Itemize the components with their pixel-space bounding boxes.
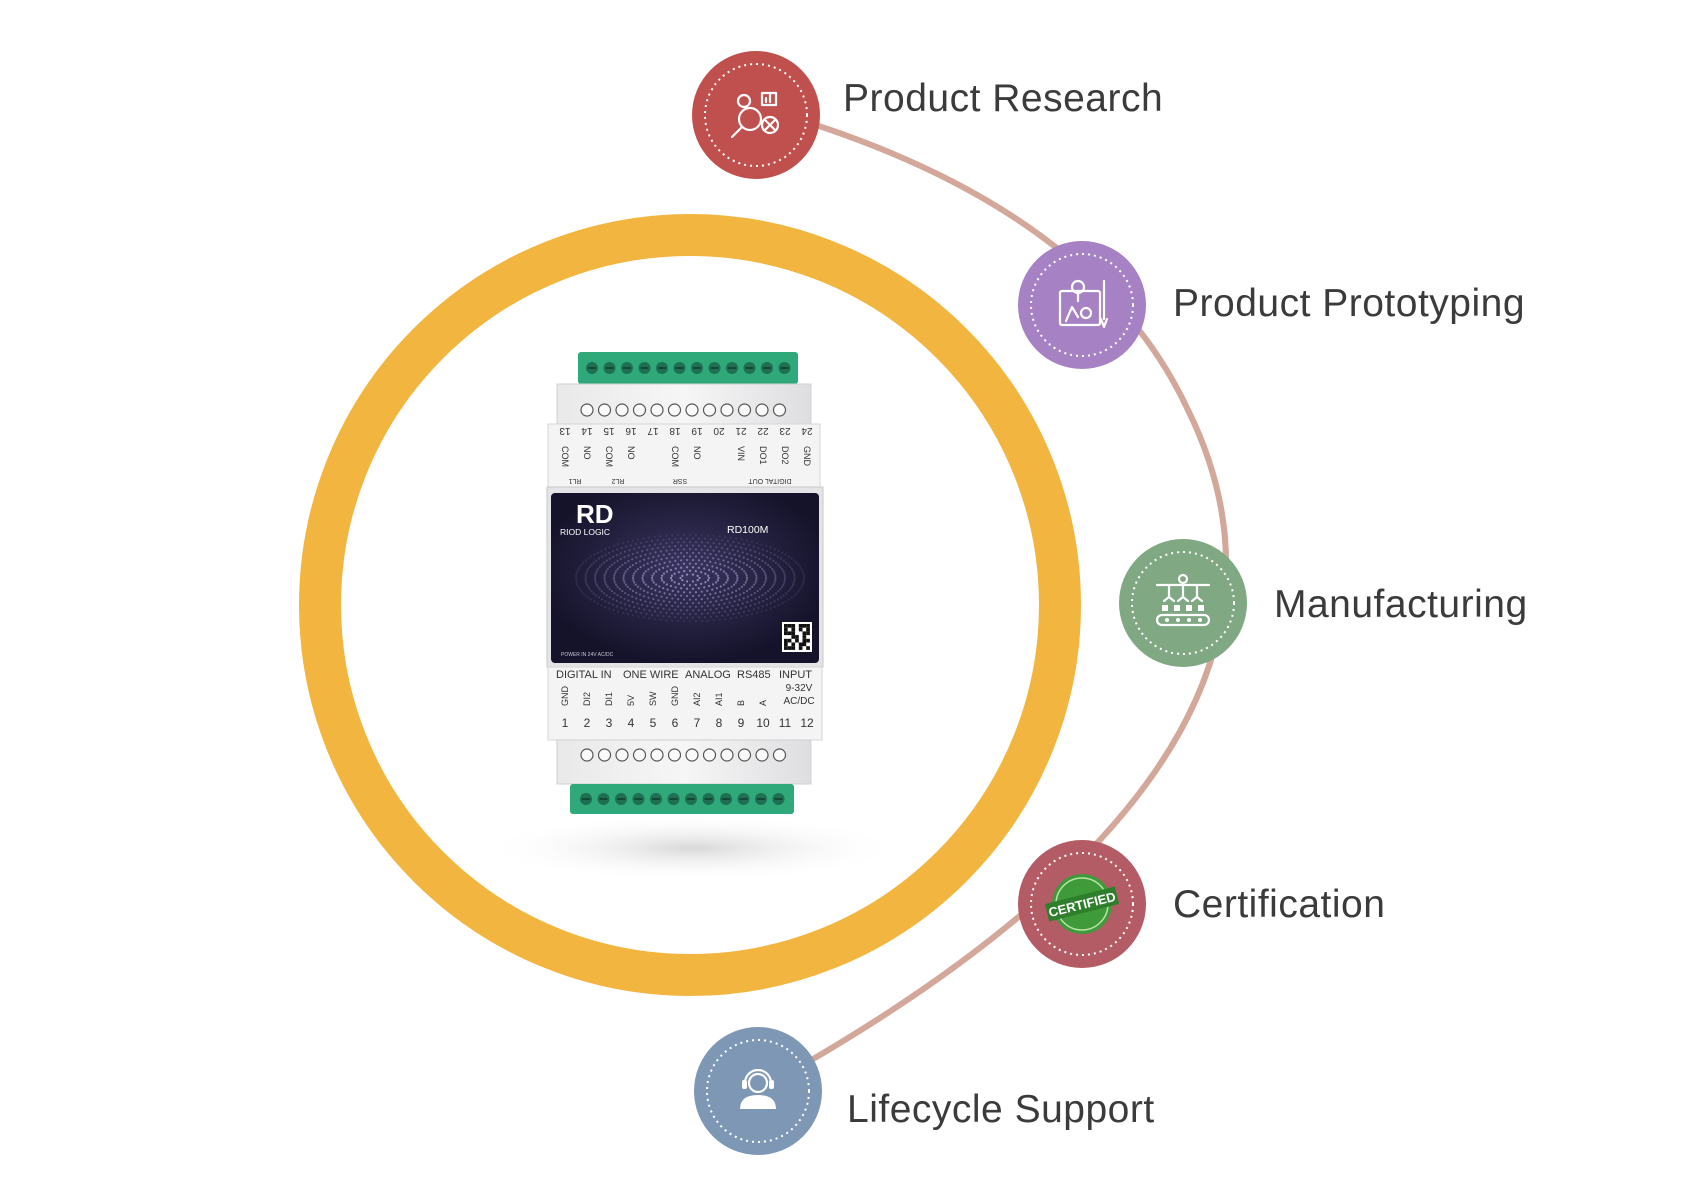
svg-text:1: 1 [562,716,569,730]
step-circle-support [694,1027,822,1155]
support-agent-icon [740,1068,776,1109]
svg-text:A: A [758,700,768,706]
svg-text:11: 11 [779,716,792,730]
svg-text:B: B [736,700,746,706]
svg-text:24: 24 [801,425,813,436]
svg-text:DI1: DI1 [604,692,614,706]
svg-text:DO1: DO1 [758,446,768,465]
svg-text:DO2: DO2 [780,446,790,465]
svg-text:SSR: SSR [673,477,687,484]
svg-text:SW: SW [648,691,658,706]
device-screen [551,493,819,663]
svg-text:COM: COM [560,446,570,467]
device-brand: RIOD LOGIC [560,527,610,537]
svg-text:12: 12 [800,716,814,730]
svg-text:GND: GND [670,686,680,707]
step-label-manufacturing: Manufacturing [1274,583,1528,626]
svg-text:NO: NO [626,446,636,460]
svg-text:INPUT: INPUT [779,669,812,681]
svg-text:GND: GND [560,686,570,707]
svg-text:DIGITAL IN: DIGITAL IN [556,669,612,681]
svg-text:RL2: RL2 [611,477,624,484]
svg-text:5V: 5V [626,695,636,706]
svg-text:RD: RD [576,499,614,529]
svg-text:NO: NO [692,446,702,460]
device-shadow [483,814,903,882]
svg-text:6: 6 [672,716,679,730]
svg-text:DIGITAL OUT: DIGITAL OUT [748,477,792,484]
svg-text:ANALOG: ANALOG [685,669,731,681]
svg-text:9-32V: 9-32V [786,683,813,694]
device-model: RD100M [727,524,768,536]
svg-text:2: 2 [584,716,591,730]
svg-text:8: 8 [716,716,723,730]
svg-text:16: 16 [625,425,637,436]
svg-text:23: 23 [779,425,791,436]
svg-text:DI2: DI2 [582,692,592,706]
svg-text:ONE WIRE: ONE WIRE [623,669,679,681]
step-circle-manufacturing [1119,539,1247,667]
bottom-terminal-block [570,784,794,814]
step-circle-research [692,51,820,179]
svg-text:18: 18 [669,425,681,436]
factory-icon [1155,573,1211,627]
qr-code [782,622,812,652]
svg-text:7: 7 [694,716,701,730]
svg-text:13: 13 [559,425,571,436]
svg-text:9: 9 [738,716,745,730]
svg-text:GND: GND [802,446,812,467]
svg-text:22: 22 [757,425,769,436]
prototype-icon [1058,279,1109,329]
svg-text:NO: NO [582,446,592,460]
step-label-support: Lifecycle Support [847,1088,1155,1131]
svg-text:AI2: AI2 [692,692,702,706]
step-label-prototyping: Product Prototyping [1173,282,1526,325]
svg-text:19: 19 [691,425,703,436]
certified-badge-icon: CERTIFIED [1044,874,1120,934]
svg-text:RS485: RS485 [737,669,771,681]
riod-logo: RD RIOD LOGIC [560,499,614,537]
svg-text:AC/DC: AC/DC [783,696,814,707]
svg-text:21: 21 [735,425,747,436]
svg-text:15: 15 [603,425,615,436]
svg-text:COM: COM [670,446,680,467]
step-label-research: Product Research [843,77,1164,120]
svg-text:AI1: AI1 [714,692,724,706]
step-circle-prototyping [1018,241,1146,369]
svg-text:5: 5 [650,716,657,730]
svg-text:17: 17 [647,425,659,436]
svg-text:3: 3 [606,716,613,730]
svg-text:20: 20 [713,425,725,436]
device-power-note: POWER IN 24V AC/DC [561,652,614,658]
svg-text:4: 4 [628,716,635,730]
top-terminal-block [578,352,798,384]
step-label-certification: Certification [1173,883,1386,926]
svg-text:10: 10 [756,716,770,730]
svg-text:RL1: RL1 [568,477,581,484]
svg-text:COM: COM [604,446,614,467]
research-icon [730,91,780,139]
svg-text:14: 14 [581,425,593,436]
svg-text:VIN: VIN [736,446,746,461]
step-circle-certification: CERTIFIED [1018,840,1146,968]
